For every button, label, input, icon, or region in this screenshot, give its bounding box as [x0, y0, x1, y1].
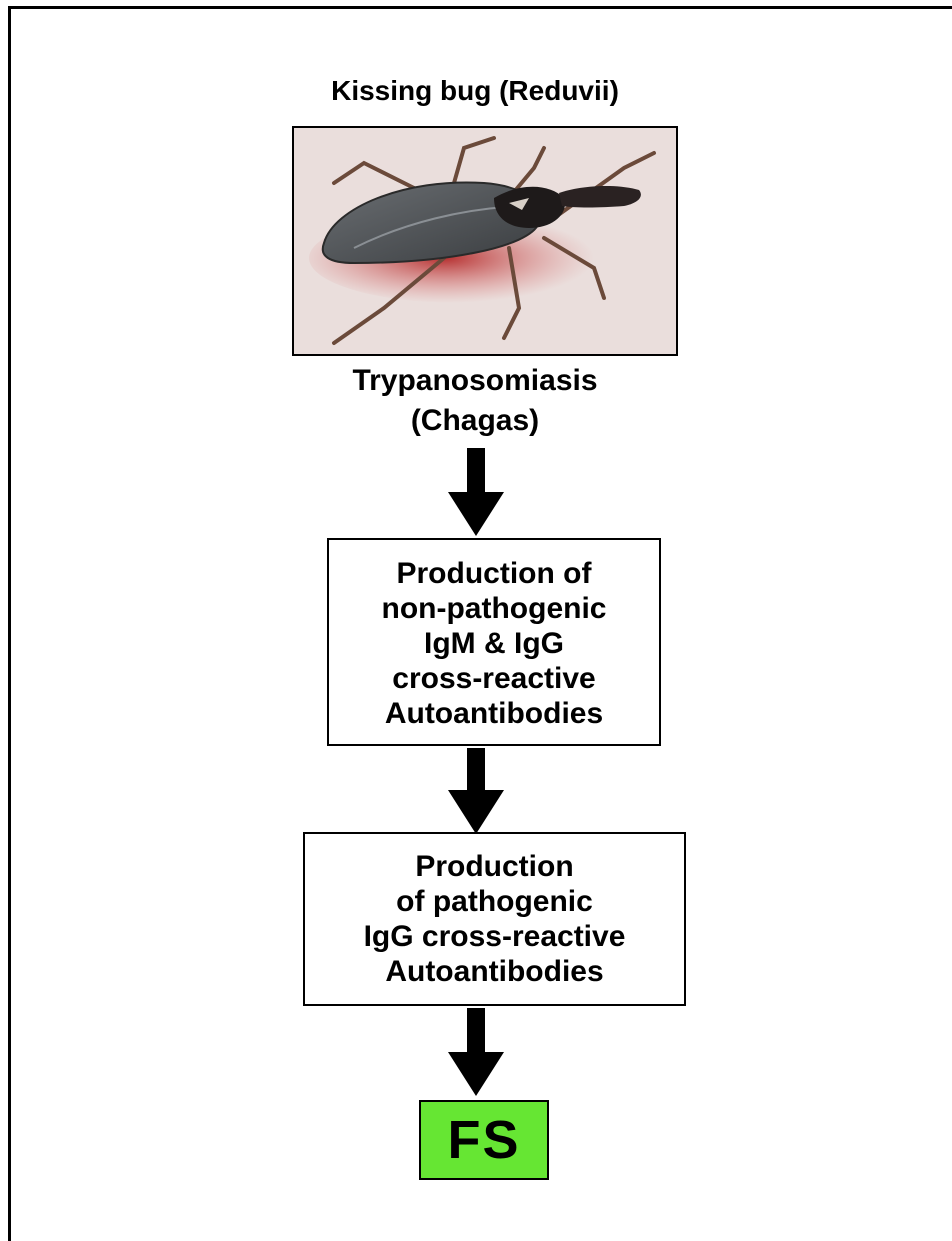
kissing-bug-photo	[292, 126, 678, 356]
step2-line-2: of pathogenic	[396, 884, 593, 919]
step1-line-5: Autoantibodies	[385, 696, 603, 731]
arrow-down-icon	[448, 1008, 504, 1096]
outcome-box: FS	[419, 1100, 549, 1180]
arrow-down-icon	[448, 748, 504, 834]
outcome-label: FS	[447, 1109, 520, 1171]
step1-line-4: cross-reactive	[392, 661, 595, 696]
step1-line-2: non-pathogenic	[382, 591, 607, 626]
step2-line-4: Autoantibodies	[385, 954, 603, 989]
step-box-nonpathogenic: Production of non-pathogenic IgM & IgG c…	[327, 538, 661, 746]
disease-line-2: (Chagas)	[250, 401, 700, 441]
step2-line-1: Production	[415, 849, 573, 884]
step-box-pathogenic: Production of pathogenic IgG cross-react…	[303, 832, 686, 1006]
disease-line-1: Trypanosomiasis	[250, 361, 700, 401]
disease-label: Trypanosomiasis (Chagas)	[250, 361, 700, 441]
step1-line-3: IgM & IgG	[424, 626, 564, 661]
vector-label: Kissing bug (Reduvii)	[250, 74, 700, 108]
arrow-down-icon	[448, 448, 504, 536]
step2-line-3: IgG cross-reactive	[364, 919, 626, 954]
step1-line-1: Production of	[397, 556, 592, 591]
